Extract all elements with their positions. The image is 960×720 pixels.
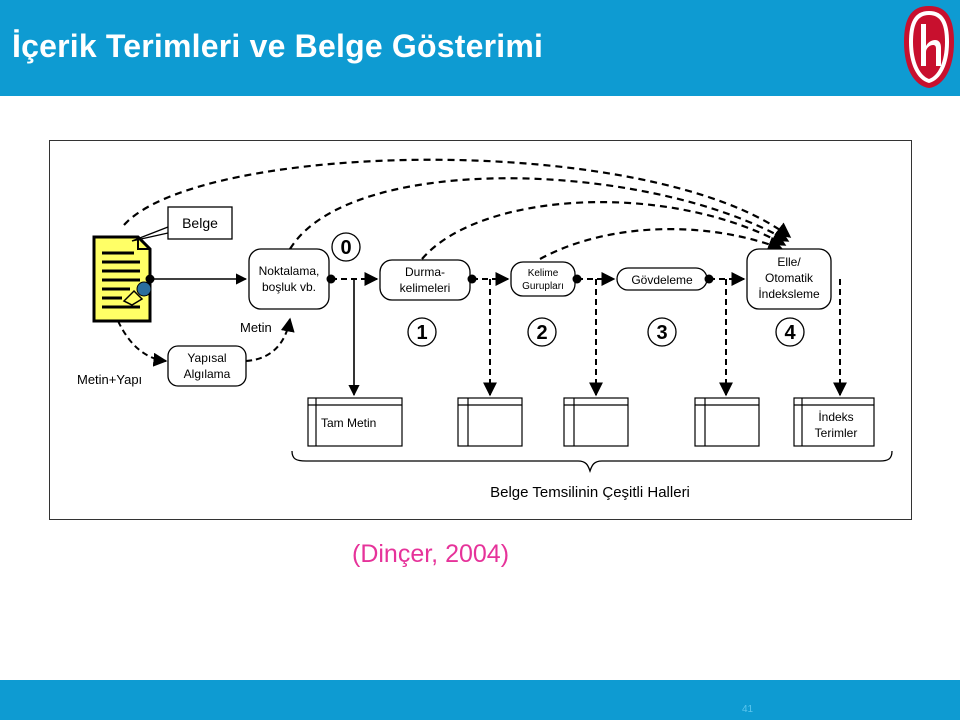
node-word-groups-line2: Gurupları bbox=[522, 281, 564, 292]
citation: (Dinçer, 2004) bbox=[352, 540, 510, 568]
slide-title: İçerik Terimleri ve Belge Gösterimi bbox=[12, 28, 544, 64]
university-logo bbox=[904, 6, 954, 88]
output-table-4 bbox=[694, 397, 760, 447]
page-number: 41 bbox=[742, 704, 754, 715]
output-full-text-label: Tam Metin bbox=[321, 416, 376, 430]
label-metin-yapi: Metin+Yapı bbox=[77, 372, 142, 387]
node-punctuation-line2: boşluk vb. bbox=[262, 280, 316, 294]
node-structural-line1: Yapısal bbox=[187, 351, 226, 365]
step-1: 1 bbox=[416, 322, 427, 344]
step-3: 3 bbox=[656, 322, 667, 344]
node-punctuation bbox=[248, 248, 330, 310]
document-representation-diagram: Belge Metin Metin+Yapı Yapısal Algılama … bbox=[77, 158, 893, 501]
node-indexing-line3: İndeksleme bbox=[758, 287, 820, 301]
grouping-brace bbox=[291, 450, 893, 474]
header-bar: İçerik Terimleri ve Belge Gösterimi bbox=[0, 0, 960, 96]
output-index-terms-line2: Terimler bbox=[815, 426, 858, 440]
node-punctuation-line1: Noktalama, bbox=[259, 264, 320, 278]
node-stopwords-line2: kelimeleri bbox=[400, 281, 451, 295]
node-indexing-line2: Otomatik bbox=[765, 271, 814, 285]
diagram-frame: Belge Metin Metin+Yapı Yapısal Algılama … bbox=[49, 140, 912, 520]
label-metin: Metin bbox=[240, 320, 272, 335]
document-icon bbox=[92, 235, 152, 323]
step-2: 2 bbox=[536, 322, 547, 344]
node-structural-recognition bbox=[167, 345, 247, 387]
step-0: 0 bbox=[340, 237, 351, 259]
step-4: 4 bbox=[784, 322, 796, 344]
node-word-groups-line1: Kelime bbox=[528, 268, 559, 279]
footer-bar bbox=[0, 680, 960, 720]
node-stemming-label: Gövdeleme bbox=[631, 273, 693, 287]
node-stopwords-line1: Durma- bbox=[405, 265, 445, 279]
output-full-text-table bbox=[307, 397, 403, 447]
output-index-terms-line1: İndeks bbox=[818, 410, 853, 424]
document-callout-box bbox=[167, 206, 233, 240]
document-callout-label: Belge bbox=[182, 215, 218, 231]
output-table-2 bbox=[457, 397, 523, 447]
node-indexing-line1: Elle/ bbox=[777, 255, 801, 269]
output-index-terms-table bbox=[793, 397, 875, 447]
brace-caption: Belge Temsilinin Çeşitli Halleri bbox=[490, 484, 690, 501]
node-indexing bbox=[746, 248, 832, 310]
output-table-3 bbox=[563, 397, 629, 447]
node-structural-line2: Algılama bbox=[184, 367, 231, 381]
